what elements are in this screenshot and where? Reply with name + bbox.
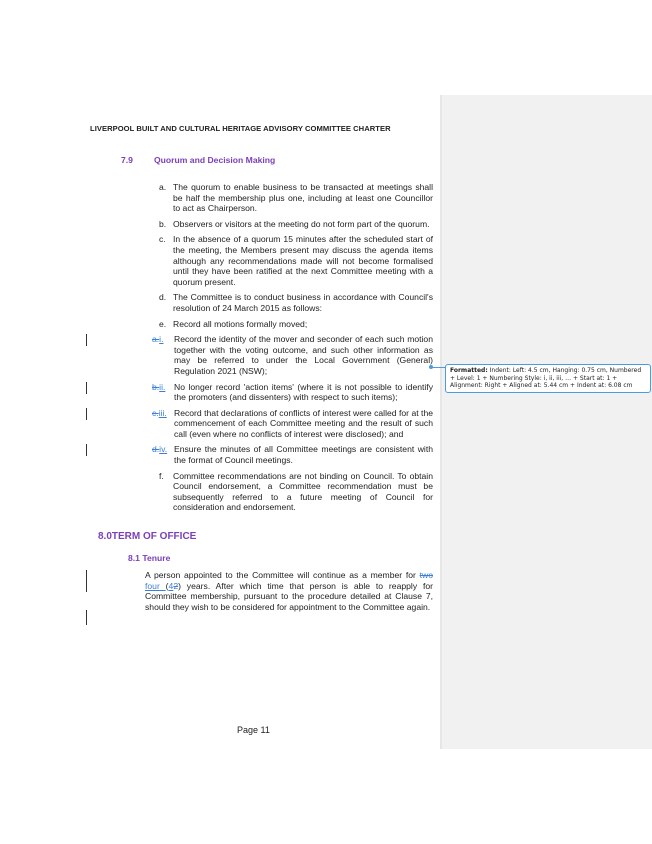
document-header: LIVERPOOL BUILT AND CULTURAL HERITAGE AD… [90,124,391,133]
list-item: f. Committee recommendations are not bind… [159,470,433,513]
list-item: d. The Committee is to conduct business i… [159,292,433,313]
list-item: a. The quorum to enable business to be tr… [159,182,433,214]
deleted-label: d. [152,444,160,455]
item-text: In the absence of a quorum 15 minutes af… [173,234,433,287]
change-bar [86,444,87,457]
item-label: b. [159,218,167,229]
section-heading-8: 8.0TERM OF OFFICE [98,531,197,543]
change-bar [86,381,87,394]
item-text: The Committee is to conduct business in … [173,292,433,313]
section-number: 7.9 [121,155,133,165]
section-heading-7-9: 7.9 Quorum and Decision Making [121,155,275,165]
list-item: b. Observers or visitors at the meeting d… [159,218,433,230]
sub-list-item: b.ii. No longer record 'action items' (wh… [86,381,433,403]
inserted-label: iii. [158,407,167,418]
section-title: Quorum and Decision Making [154,155,276,165]
page-number: Page 11 [237,725,270,735]
section-heading-8-1: 8.1 Tenure [128,553,171,564]
tenure-paragraph: A person appointed to the Committee will… [86,570,433,626]
deleted-text: two [419,570,433,581]
change-bar [86,407,87,420]
deleted-label: c. [152,407,159,418]
change-bar [86,334,87,347]
comment-connector [431,367,445,368]
item-label: e. [159,318,167,329]
inserted-text: 4 [168,580,174,591]
tracked-label: b.ii. [152,382,165,393]
comment-label: Formatted: [450,367,488,374]
text: A person appointed to the Committee will… [145,570,420,581]
deleted-text: 2 [173,580,179,591]
comments-pane [440,95,652,749]
tracked-label: c.iii. [152,408,167,419]
inserted-text: four [145,580,166,591]
item-label: d. [159,292,167,303]
item-text: No longer record 'action items' (where i… [174,381,433,403]
change-bar [86,570,87,593]
tracked-label: a.i. [152,334,163,345]
deleted-label: b. [152,381,160,392]
formatting-comment-balloon[interactable]: Formatted: Indent: Left: 4.5 cm, Hanging… [445,364,651,393]
list-item: c. In the absence of a quorum 15 minutes … [159,234,433,287]
inserted-label: iv. [159,444,168,455]
text: ) years. After which time that person is… [145,580,433,612]
inserted-label: ii. [159,381,166,392]
item-label: c. [159,234,166,245]
item-text: Record the identity of the mover and sec… [174,334,433,376]
item-text: Record all motions formally moved; [173,318,308,329]
sub-list-item: a.i. Record the identity of the mover and… [86,334,433,376]
item-text: Observers or visitors at the meeting do … [173,218,430,229]
comment-text: Indent: Left: 4.5 cm, Hanging: 0.75 cm, … [450,367,642,390]
list-item: e. Record all motions formally moved; [159,318,433,330]
inserted-label: i. [159,334,164,345]
item-label: f. [159,470,164,481]
sub-list-item: d.iv. Ensure the minutes of all Committee… [86,444,433,466]
tracked-label: d.iv. [152,444,167,455]
item-text: Committee recommendations are not bindin… [173,470,433,513]
item-label: a. [159,182,167,192]
item-text: Record that declarations of conflicts of… [174,407,433,439]
document-body: a. The quorum to enable business to be tr… [0,182,440,626]
sub-list-item: c.iii. Record that declarations of confli… [86,407,433,440]
item-text: The quorum to enable business to be tran… [173,182,433,214]
change-bar [86,610,87,626]
item-text: Ensure the minutes of all Committee meet… [174,444,433,466]
text: ( [165,580,169,591]
deleted-label: a. [152,334,160,345]
